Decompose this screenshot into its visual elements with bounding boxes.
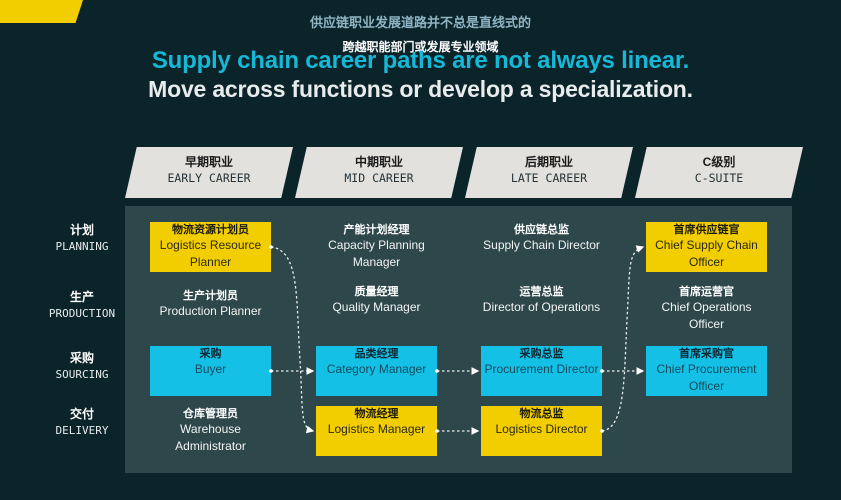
stage-header-csuite: C级别 C-SUITE <box>635 147 803 198</box>
stage-label-en: C-SUITE <box>694 171 744 185</box>
function-label-planning: 计划 PLANNING <box>20 221 144 253</box>
function-label-en: PRODUCTION <box>48 307 116 320</box>
title-cn-line1: 供应链职业发展道路并不总是直线式的 <box>309 15 531 30</box>
role-chief-supply-chain-officer: 首席供应链官 Chief Supply Chain Officer <box>646 222 767 272</box>
role-title-cn: 供应链总监 <box>514 224 569 236</box>
role-capacity-planning-manager: 产能计划经理 Capacity Planning Manager <box>316 222 437 272</box>
function-label-cn: 计划 <box>69 223 94 237</box>
role-title-cn: 首席采购官 <box>679 348 734 360</box>
role-title-cn: 首席供应链官 <box>673 224 740 236</box>
role-title-cn: 物流经理 <box>354 408 399 420</box>
stage-label-cn: 早期职业 <box>184 155 233 169</box>
role-chief-procurement-officer: 首席采购官 Chief Procurement Officer <box>646 346 767 396</box>
role-title-cn: 品类经理 <box>354 348 399 360</box>
role-procurement-director: 采购总监 Procurement Director <box>481 346 602 396</box>
role-director-of-operations: 运营总监 Director of Operations <box>481 284 602 334</box>
title-en-line1: Supply chain career paths are not always… <box>151 47 690 74</box>
role-supply-chain-director: 供应链总监 Supply Chain Director <box>481 222 602 272</box>
role-title-en: Logistics Director <box>495 422 588 436</box>
function-label-sourcing: 采购 SOURCING <box>20 349 144 381</box>
stage-label-en: LATE CAREER <box>510 171 588 185</box>
role-title-cn: 物流总监 <box>519 408 564 420</box>
role-title-en: Logistics Resource Planner <box>159 238 262 269</box>
role-title-cn: 质量经理 <box>354 286 399 298</box>
stage-label-en: EARLY CAREER <box>167 171 251 185</box>
brand-logo-shape <box>0 0 83 23</box>
role-logistics-director: 物流总监 Logistics Director <box>481 406 602 456</box>
role-title-cn: 采购 <box>199 348 222 360</box>
role-title-en: Capacity Planning Manager <box>328 238 425 269</box>
function-label-en: PLANNING <box>55 240 109 253</box>
role-title-cn: 仓库管理员 <box>183 408 238 420</box>
function-label-en: SOURCING <box>55 368 109 381</box>
role-production-planner: 生产计划员 Production Planner <box>150 288 271 338</box>
role-title-en: Quality Manager <box>332 300 421 314</box>
role-title-en: Chief Operations Officer <box>661 300 752 331</box>
function-label-cn: 采购 <box>69 351 94 365</box>
function-label-cn: 生产 <box>69 290 94 304</box>
role-title-en: Category Manager <box>326 362 427 376</box>
function-label-en: DELIVERY <box>55 424 109 437</box>
role-title-cn: 首席运营官 <box>679 286 734 298</box>
role-warehouse-administrator: 仓库管理员 Warehouse Administrator <box>150 406 271 456</box>
stage-header-late: 后期职业 LATE CAREER <box>465 147 633 198</box>
role-title-en: Chief Supply Chain Officer <box>655 238 758 269</box>
role-title-cn: 产能计划经理 <box>343 224 410 236</box>
role-logistics-manager: 物流经理 Logistics Manager <box>316 406 437 456</box>
role-title-cn: 采购总监 <box>519 348 564 360</box>
function-label-cn: 交付 <box>69 407 94 421</box>
role-title-cn: 生产计划员 <box>183 290 238 302</box>
role-title-en: Chief Procurement Officer <box>656 362 757 393</box>
stage-label-cn: 后期职业 <box>524 155 573 169</box>
role-logistics-resource-planner: 物流资源计划员 Logistics Resource Planner <box>150 222 271 272</box>
role-buyer: 采购 Buyer <box>150 346 271 396</box>
title-en-line2: Move across functions or develop a speci… <box>148 76 693 102</box>
role-category-manager: 品类经理 Category Manager <box>316 346 437 396</box>
role-title-en: Director of Operations <box>482 300 601 314</box>
role-quality-manager: 质量经理 Quality Manager <box>316 284 437 334</box>
function-label-delivery: 交付 DELIVERY <box>20 405 144 437</box>
role-title-en: Logistics Manager <box>327 422 426 436</box>
role-title-cn: 物流资源计划员 <box>172 224 249 236</box>
role-title-en: Procurement Director <box>484 362 599 376</box>
role-title-en: Buyer <box>194 362 227 376</box>
stage-header-early: 早期职业 EARLY CAREER <box>125 147 293 198</box>
title-cn-line2: 跨越职能部门或发展专业领域 <box>342 40 499 54</box>
stage-label-cn: C级别 <box>702 155 736 169</box>
stage-header-mid: 中期职业 MID CAREER <box>295 147 463 198</box>
path-arrow-ld-to-csco <box>601 245 645 432</box>
role-title-cn: 运营总监 <box>519 286 564 298</box>
stage-label-cn: 中期职业 <box>354 155 403 169</box>
role-title-en: Warehouse Administrator <box>175 422 246 453</box>
stage-label-en: MID CAREER <box>344 171 414 185</box>
role-title-en: Production Planner <box>159 304 262 318</box>
path-arrow-lrp-to-lm <box>270 246 315 434</box>
role-chief-operations-officer: 首席运营官 Chief Operations Officer <box>646 284 767 334</box>
function-label-production: 生产 PRODUCTION <box>20 288 144 320</box>
role-title-en: Supply Chain Director <box>483 238 600 252</box>
